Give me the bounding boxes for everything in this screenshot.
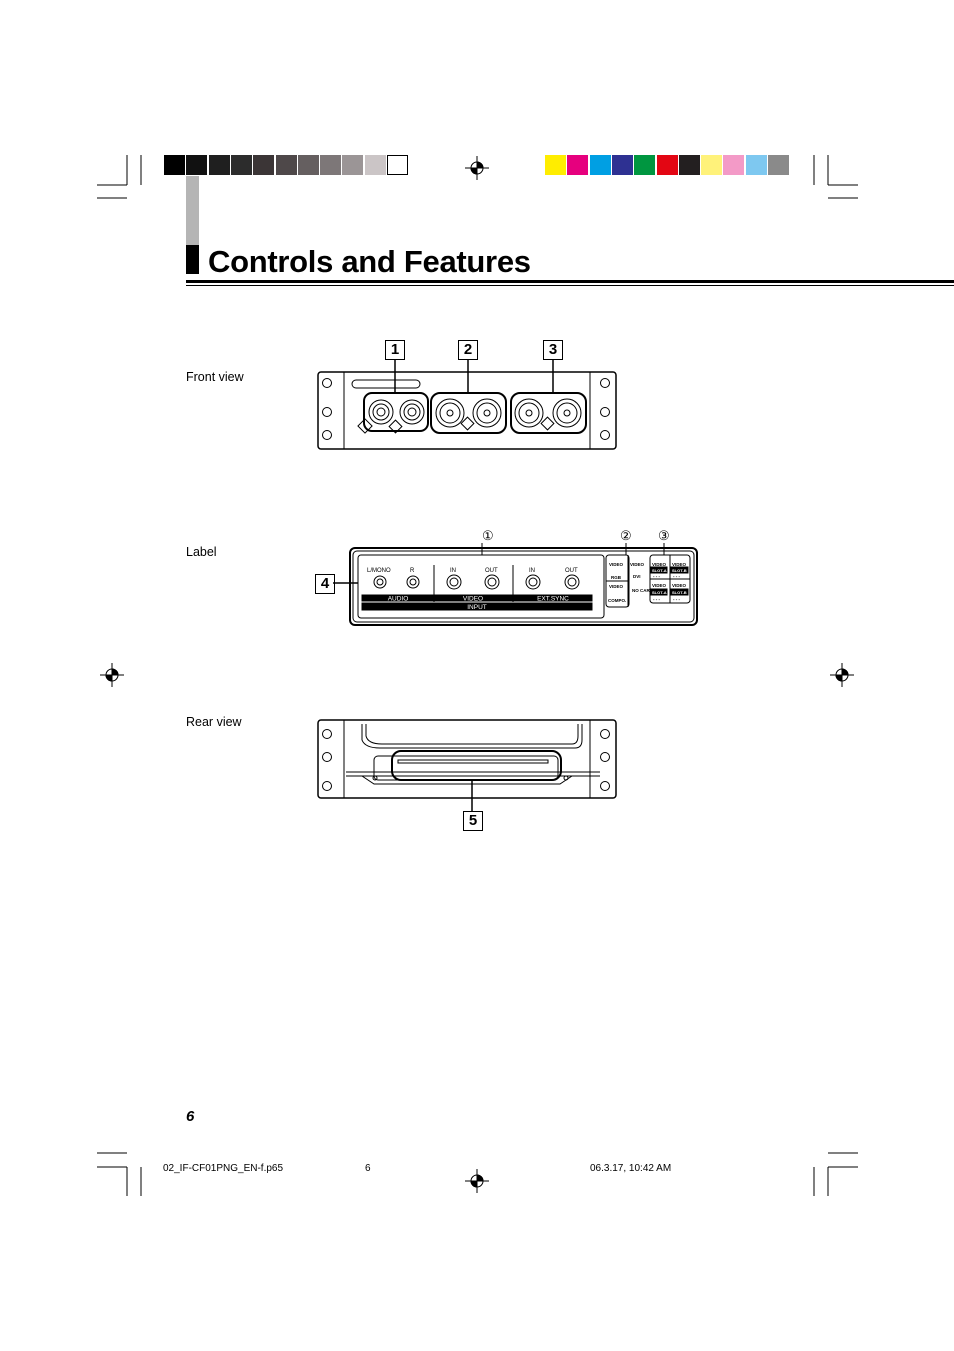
page-title: Controls and Features xyxy=(208,244,531,279)
grayscale-swatch xyxy=(297,155,319,175)
label-view-label: Label xyxy=(186,545,217,559)
mode-compo: COMPO. xyxy=(608,598,626,603)
group-label-input: INPUT xyxy=(467,604,487,611)
callout-1: 1 xyxy=(385,340,405,360)
status-slot-a-1: SLOT-A xyxy=(652,568,667,573)
circled-mark-3: ③ xyxy=(658,528,670,543)
footer-timestamp: 06.3.17, 10:42 AM xyxy=(590,1163,672,1174)
status-dashes-1: - - - xyxy=(653,574,660,579)
mode-video-top-right: VIDEO xyxy=(630,562,645,567)
connector-label-sync-in: IN xyxy=(529,568,535,574)
process-swatch xyxy=(611,155,633,175)
label-diagram: ① ② ③ xyxy=(333,528,698,626)
status-video-4: VIDEO xyxy=(672,583,687,588)
status-dashes-3: - - - xyxy=(653,597,660,602)
process-swatch xyxy=(768,155,789,175)
registration-target-bottom xyxy=(465,1169,489,1193)
front-view-label: Front view xyxy=(186,370,244,384)
process-swatch xyxy=(678,155,700,175)
mode-video-2: VIDEO xyxy=(609,584,624,589)
mode-video: VIDEO xyxy=(609,562,624,567)
footer-file: 02_IF-CF01PNG_EN-f.p65 xyxy=(163,1163,284,1174)
group-label-audio: AUDIO xyxy=(388,596,409,603)
rear-view-label: Rear view xyxy=(186,715,242,729)
registration-target-left xyxy=(100,663,124,687)
connector-label-l-mono: L/MONO xyxy=(367,568,391,574)
callout-5: 5 xyxy=(463,811,483,831)
callout-4: 4 xyxy=(315,574,335,594)
process-swatch xyxy=(701,155,723,175)
grayscale-swatch xyxy=(387,155,408,175)
grayscale-swatch xyxy=(320,155,342,175)
process-swatch xyxy=(745,155,767,175)
title-rule-thick xyxy=(186,280,954,283)
process-swatch xyxy=(634,155,656,175)
process-swatch xyxy=(723,155,745,175)
circled-mark-1: ① xyxy=(482,528,494,543)
process-swatch xyxy=(545,155,566,175)
grayscale-swatch xyxy=(230,155,252,175)
process-swatch xyxy=(589,155,611,175)
grayscale-swatch xyxy=(186,155,208,175)
circled-mark-2: ② xyxy=(620,528,632,543)
grayscale-swatch xyxy=(164,155,185,175)
title-marker-bar xyxy=(186,245,199,274)
grayscale-swatch xyxy=(275,155,297,175)
registration-target-right xyxy=(830,663,854,687)
front-view-diagram xyxy=(317,360,617,450)
process-swatch xyxy=(656,155,678,175)
status-dashes-2: - - - xyxy=(673,574,680,579)
mode-dvi: DVI xyxy=(633,574,641,579)
status-slot-b-1: SLOT-B xyxy=(672,568,687,573)
footer-page: 6 xyxy=(365,1163,371,1174)
header-gray-tab xyxy=(186,176,199,246)
group-label-video: VIDEO xyxy=(463,596,483,603)
page-number: 6 xyxy=(186,1108,195,1125)
status-slot-a-2: SLOT-A xyxy=(652,590,667,595)
connector-label-sync-out: OUT xyxy=(565,568,578,574)
title-rule-thin xyxy=(186,285,954,286)
grayscale-swatch xyxy=(208,155,230,175)
process-swatch xyxy=(567,155,589,175)
registration-target-top xyxy=(465,156,489,180)
connector-label-video-out: OUT xyxy=(485,568,498,574)
group-label-ext-sync: EXT.SYNC xyxy=(537,596,569,603)
grayscale-swatch xyxy=(342,155,364,175)
mode-no-card: NO CARD xyxy=(632,588,654,593)
connector-label-r: R xyxy=(410,568,415,574)
connector-label-video-in: IN xyxy=(450,568,456,574)
status-video-2: VIDEO xyxy=(672,562,687,567)
status-video-3: VIDEO xyxy=(652,583,667,588)
rear-view-diagram xyxy=(317,719,617,812)
callout-3: 3 xyxy=(543,340,563,360)
status-video-1: VIDEO xyxy=(652,562,667,567)
status-slot-b-2: SLOT-B xyxy=(672,590,687,595)
callout-2: 2 xyxy=(458,340,478,360)
grayscale-swatch xyxy=(364,155,386,175)
status-dashes-4: - - - xyxy=(673,597,680,602)
grayscale-swatch xyxy=(253,155,275,175)
mode-rgb: RGB xyxy=(611,575,622,580)
